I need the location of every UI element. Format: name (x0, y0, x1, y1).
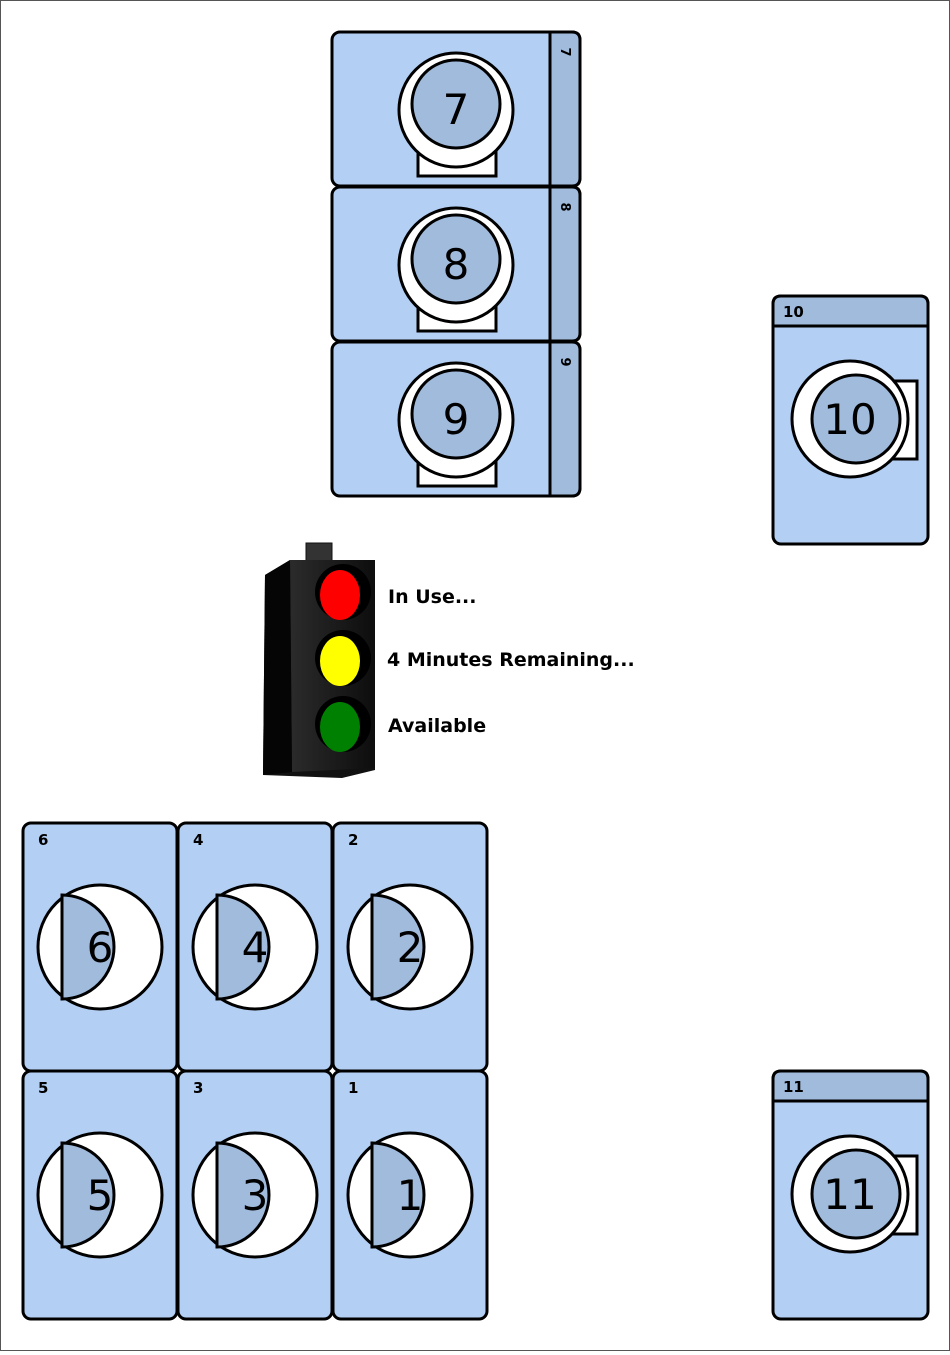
machine-1[interactable]: 1 1 (331, 1069, 489, 1321)
machine-11-label: 11 (823, 1170, 876, 1219)
machine-2-door-window (370, 893, 426, 1001)
machine-5-tag: 5 (38, 1079, 48, 1097)
machine-6-label: 6 (87, 923, 114, 972)
machine-9-tag: 9 (557, 357, 572, 366)
traffic-light-icon (263, 542, 375, 778)
legend-in-use: In Use... (388, 586, 477, 608)
legend-minutes-remaining: 4 Minutes Remaining... (387, 649, 635, 671)
machine-8-label: 8 (443, 240, 470, 289)
machine-6-door-window (60, 893, 116, 1001)
machine-1-door-window (370, 1141, 426, 1249)
machine-7[interactable]: 7 7 (330, 30, 582, 188)
machine-2-tag: 2 (348, 831, 358, 849)
machine-1-label: 1 (397, 1171, 424, 1220)
machine-11-door-window (810, 1148, 902, 1240)
machine-10-door-window (810, 373, 902, 465)
machine-3-tag: 3 (193, 1079, 203, 1097)
machine-10-panel (771, 294, 930, 328)
machine-1-tag: 1 (348, 1079, 358, 1097)
green-light (320, 702, 360, 752)
machine-11[interactable]: 11 11 (771, 1069, 930, 1321)
machine-2[interactable]: 2 2 (331, 821, 489, 1073)
machine-11-panel (771, 1069, 930, 1103)
machine-4-tag: 4 (193, 831, 203, 849)
red-light (320, 570, 360, 620)
machine-6-tag: 6 (38, 831, 48, 849)
machine-7-tag: 7 (557, 47, 572, 56)
machine-7-label: 7 (443, 85, 470, 134)
yellow-light (320, 636, 360, 686)
machine-9-label: 9 (443, 395, 470, 444)
machine-7-door-window (410, 58, 502, 150)
machine-3-label: 3 (242, 1171, 269, 1220)
machine-4[interactable]: 4 4 (176, 821, 334, 1073)
machine-9-panel (548, 340, 582, 498)
machine-4-label: 4 (242, 923, 269, 972)
machine-10[interactable]: 10 10 (771, 294, 930, 546)
machine-5-label: 5 (87, 1171, 114, 1220)
machine-8-tag: 8 (557, 202, 572, 211)
machine-8[interactable]: 8 8 (330, 185, 582, 343)
machine-8-door-window (410, 213, 502, 305)
legend-available: Available (388, 715, 486, 737)
machine-4-door-window (215, 893, 271, 1001)
machine-3-door-window (215, 1141, 271, 1249)
machine-9[interactable]: 9 9 (330, 340, 582, 498)
machine-11-tag: 11 (783, 1078, 804, 1096)
machine-6[interactable]: 6 6 (21, 821, 179, 1073)
machine-5-door-window (60, 1141, 116, 1249)
traffic-light-left-face (263, 560, 292, 775)
machine-3[interactable]: 3 3 (176, 1069, 334, 1321)
machine-5[interactable]: 5 5 (21, 1069, 179, 1321)
machine-2-label: 2 (397, 923, 424, 972)
machine-10-tag: 10 (783, 303, 804, 321)
machine-10-label: 10 (823, 395, 876, 444)
machine-9-door-window (410, 368, 502, 460)
